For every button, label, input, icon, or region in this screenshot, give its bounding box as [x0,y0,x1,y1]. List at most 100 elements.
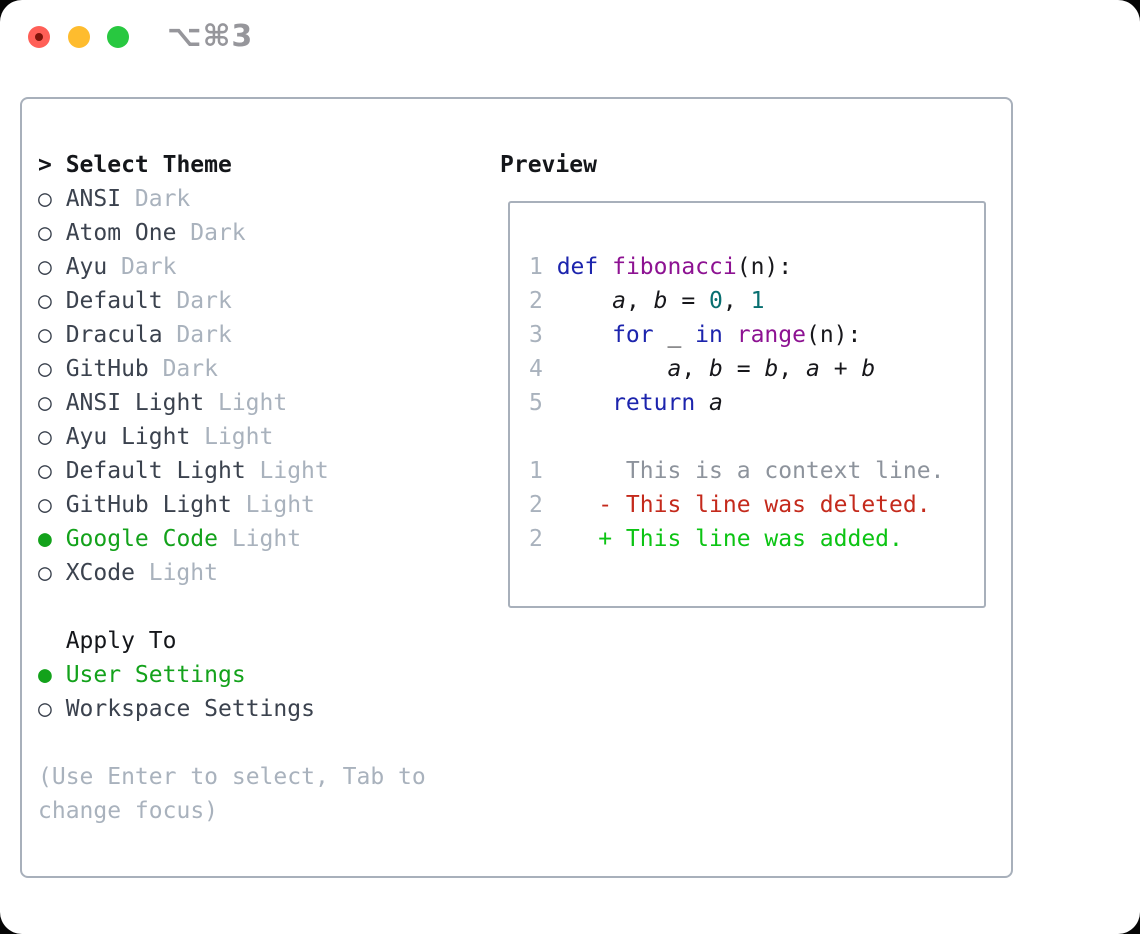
line-number: 1 [529,458,543,484]
keyword-token: return [612,390,696,416]
theme-name: XCode [65,560,135,586]
code-line: 2 a, b = 0, 1 [529,284,944,318]
theme-option-xcode[interactable]: ○ XCode Light [38,556,488,590]
help-text-line-1: (Use Enter to select, Tab to [38,764,426,790]
code-line: 1 def fibonacci(n): [529,250,944,284]
plain-token: _ [653,322,696,348]
plain-token [695,390,709,416]
section-title: Apply To [65,628,177,654]
plain-token: , [625,288,654,314]
theme-name: Default [65,288,163,314]
theme-variant: Dark [190,220,246,246]
theme-option-default-dark[interactable]: ○ Default Dark [38,284,488,318]
theme-variant: Dark [162,356,218,382]
theme-variant: Light [231,526,302,552]
theme-name: ANSI [65,186,122,212]
theme-name: GitHub Light [65,492,232,518]
minimize-button[interactable] [68,26,90,48]
variable-token: a [709,390,723,416]
radio-unselected-icon: ○ [38,424,52,450]
radio-unselected-icon: ○ [38,322,52,348]
theme-option-ansi-dark[interactable]: ○ ANSI Dark [38,182,488,216]
plain-token: + [819,356,862,382]
theme-variant: Light [259,458,329,484]
spacer-row [38,726,488,760]
theme-name: GitHub [65,356,149,382]
plain-token: , [722,288,751,314]
section-title: Select Theme [65,152,232,178]
unsaved-dot-icon [35,33,43,41]
radio-unselected-icon: ○ [38,696,52,722]
theme-name: Atom One [65,220,177,246]
theme-option-atom-one-dark[interactable]: ○ Atom One Dark [38,216,488,250]
line-number: 2 [529,526,543,552]
radio-unselected-icon: ○ [38,390,52,416]
apply-option-user-settings[interactable]: ● User Settings [38,658,488,692]
theme-variant: Light [204,424,274,450]
theme-option-github-light[interactable]: ○ GitHub Light Light [38,488,488,522]
theme-variant: Dark [176,288,232,314]
theme-option-github-dark[interactable]: ○ GitHub Dark [38,352,488,386]
plain-token: , [681,356,710,382]
prompt-icon: > [38,152,52,178]
function-token: fibonacci [612,254,737,280]
close-button[interactable] [28,26,50,48]
code-line: 4 a, b = b, a + b [529,352,944,386]
radio-unselected-icon: ○ [38,356,52,382]
plain-token [598,254,612,280]
literal-token: 0 [709,288,723,314]
plain-token: (n): [805,322,862,348]
variable-token: b [764,356,779,382]
plain-token: (n): [736,254,793,280]
radio-unselected-icon: ○ [38,492,52,518]
theme-variant: Light [148,560,218,586]
zoom-button[interactable] [107,26,129,48]
literal-token: 1 [750,288,765,314]
preview-header: Preview [500,152,597,178]
theme-name: Google Code [65,526,219,552]
theme-variant: Light [217,390,288,416]
plain-token [557,356,668,382]
variable-token: b [709,356,723,382]
radio-unselected-icon: ○ [38,560,52,586]
variable-token: a [612,288,626,314]
window-shortcut-label: ⌥⌘3 [167,19,254,54]
variable-token: b [653,288,668,314]
line-number: 1 [529,254,543,280]
apply-option-workspace-settings[interactable]: ○ Workspace Settings [38,692,488,726]
apply-target-name: Workspace Settings [65,696,315,722]
radio-unselected-icon: ○ [38,458,52,484]
plain-token [723,322,737,348]
blank-line [529,420,944,454]
apply-target-name: User Settings [65,662,246,688]
line-number: 3 [529,322,543,348]
apply-to-header: Apply To [38,624,488,658]
radio-unselected-icon: ○ [38,186,52,212]
variable-token: a [667,356,682,382]
keyword-token: in [695,322,723,348]
variable-token: b [861,356,876,382]
theme-name: ANSI Light [65,390,205,416]
theme-option-ansi-light[interactable]: ○ ANSI Light Light [38,386,488,420]
variable-token: a [806,356,820,382]
radio-selected-icon: ● [38,662,52,688]
select-theme-header: > Select Theme [38,148,488,182]
diff-line-deleted: 2 - This line was deleted. [529,488,944,522]
radio-unselected-icon: ○ [38,220,52,246]
theme-variant: Light [245,492,315,518]
line-number: 4 [529,356,543,382]
plain-token [557,322,612,348]
theme-variant: Dark [134,186,191,212]
code-line: 5 return a [529,386,944,420]
radio-unselected-icon: ○ [38,288,52,314]
keyword-token: def [556,254,599,280]
